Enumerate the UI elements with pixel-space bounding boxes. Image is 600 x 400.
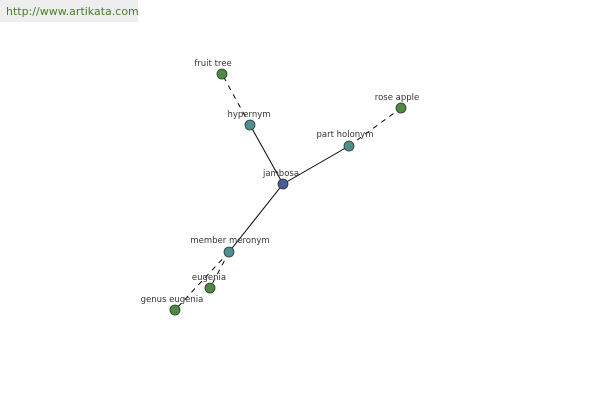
edge-member-meronym-to-genus-eugenia	[174, 251, 230, 311]
node-member-meronym[interactable]	[223, 246, 235, 258]
node-label-rose-apple[interactable]: rose apple	[375, 93, 419, 103]
edge-member-meronym-to-eugenia	[209, 251, 230, 289]
graph-nodes	[169, 68, 407, 316]
node-label-hypernym[interactable]: hypernym	[227, 110, 270, 120]
graph-edges	[174, 73, 402, 311]
edge-jambosa-to-part-holonym	[282, 145, 350, 185]
node-hypernym[interactable]	[244, 119, 256, 131]
node-label-jambosa[interactable]: jambosa	[262, 169, 299, 179]
node-label-eugenia[interactable]: eugenia	[192, 273, 226, 283]
node-genus-eugenia[interactable]	[169, 304, 181, 316]
graph-labels: jambosa hypernym part holonym member merony…	[141, 59, 420, 305]
node-label-fruit-tree[interactable]: fruit tree	[194, 59, 231, 69]
site-url-link[interactable]: http://www.artikata.com	[6, 5, 139, 18]
node-rose-apple[interactable]	[395, 102, 407, 114]
node-jambosa[interactable]	[277, 178, 289, 190]
node-label-part-holonym[interactable]: part holonym	[317, 130, 374, 140]
edge-jambosa-to-member-meronym	[228, 183, 284, 253]
node-label-genus-eugenia[interactable]: genus eugenia	[141, 295, 204, 305]
node-label-member-meronym[interactable]: member meronym	[190, 236, 269, 246]
node-part-holonym[interactable]	[343, 140, 355, 152]
url-banner: http://www.artikata.com	[0, 0, 139, 22]
node-fruit-tree[interactable]	[216, 68, 228, 80]
node-eugenia[interactable]	[204, 282, 216, 294]
edge-part-holonym-to-rose-apple	[348, 107, 402, 147]
edge-jambosa-to-hypernym	[249, 124, 284, 185]
